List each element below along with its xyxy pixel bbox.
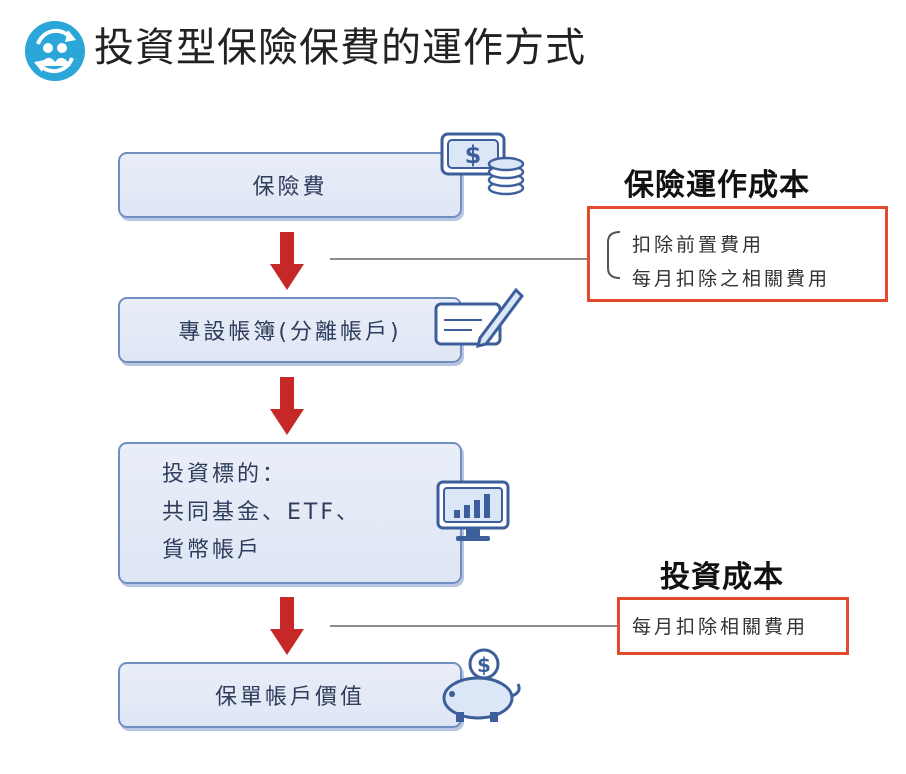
down-arrow-icon bbox=[270, 232, 304, 290]
flow-step-account-value: 保單帳戶價值 bbox=[118, 662, 462, 728]
check-pen-icon bbox=[434, 287, 524, 349]
bracket-icon bbox=[607, 231, 621, 279]
piggy-bank-icon: $ bbox=[442, 648, 521, 722]
callout-item: 每月扣除相關費用 bbox=[632, 616, 809, 638]
target-line: 投資標的： bbox=[162, 462, 288, 487]
callout-box-investment-cost bbox=[617, 597, 849, 655]
callout-title-insurance-cost: 保險運作成本 bbox=[624, 168, 810, 203]
page-title: 投資型保險保費的運作方式 bbox=[94, 25, 586, 71]
callout-title-investment-cost: 投資成本 bbox=[660, 560, 784, 595]
money-coins-icon: $ bbox=[440, 132, 525, 196]
flow-step-label: 保險費 bbox=[252, 175, 328, 200]
flow-step-premium: 保險費 bbox=[118, 152, 462, 218]
callout-item: 扣除前置費用 bbox=[632, 234, 765, 256]
callout-box-insurance-cost bbox=[587, 206, 888, 302]
connector-line bbox=[330, 625, 620, 627]
flow-step-investment-targets: 投資標的： 共同基金、ETF、 貨幣帳戶 bbox=[118, 442, 462, 584]
connector-line bbox=[330, 258, 598, 260]
people-cycle-icon bbox=[25, 21, 85, 81]
svg-text:$: $ bbox=[477, 653, 491, 677]
flow-step-label: 保單帳戶價值 bbox=[214, 685, 365, 710]
monitor-chart-icon bbox=[436, 480, 510, 541]
down-arrow-icon bbox=[270, 377, 304, 435]
down-arrow-icon bbox=[270, 597, 304, 655]
target-line: 貨幣帳戶 bbox=[162, 538, 263, 563]
target-line: 共同基金、ETF、 bbox=[162, 500, 361, 525]
flow-step-separate-account: 專設帳簿(分離帳戶) bbox=[118, 297, 462, 363]
flow-step-label: 專設帳簿(分離帳戶) bbox=[178, 320, 402, 345]
svg-text:$: $ bbox=[465, 141, 482, 169]
callout-item: 每月扣除之相關費用 bbox=[632, 268, 831, 290]
